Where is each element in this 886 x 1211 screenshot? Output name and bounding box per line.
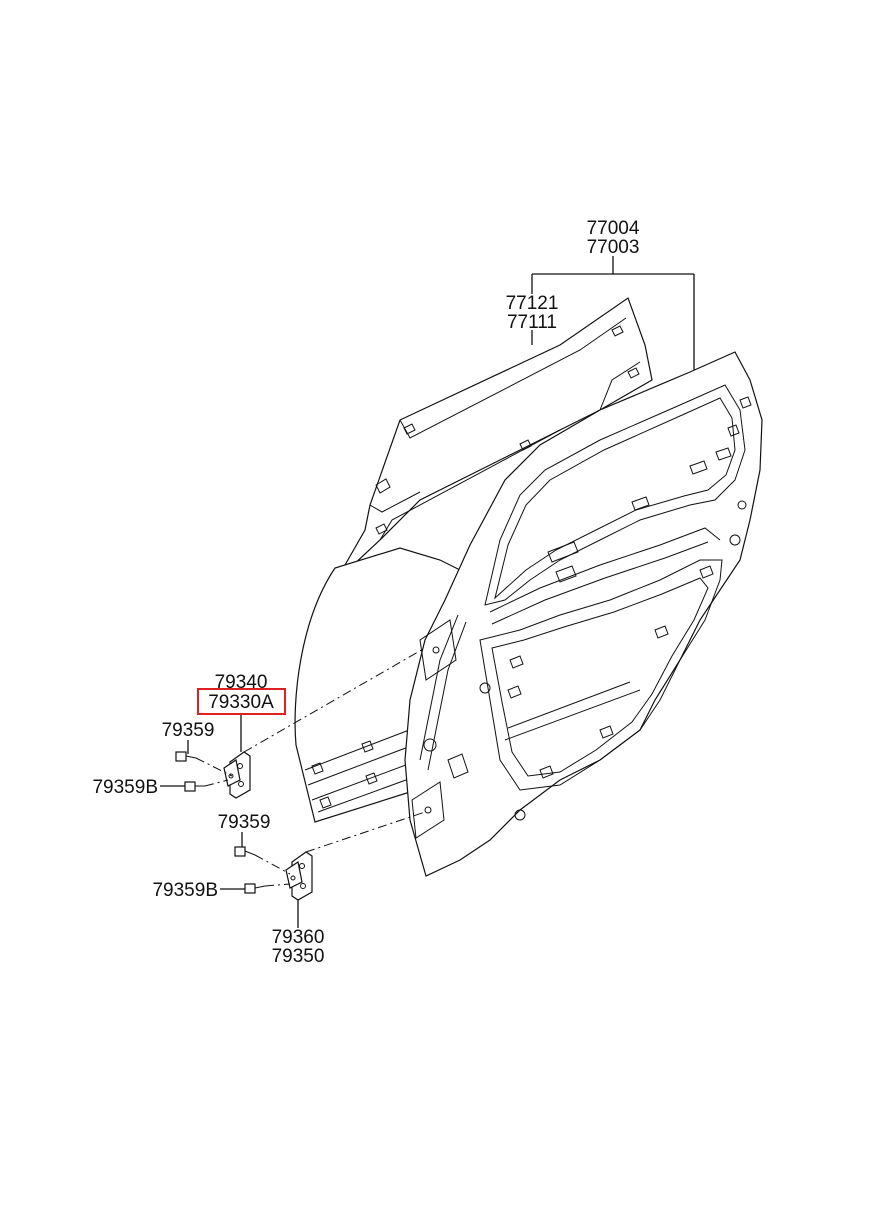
part-labels: 77004 77003 77121 77111 79340 79330A 793… <box>92 218 639 967</box>
label-77003[interactable]: 77003 <box>587 237 640 258</box>
label-79359B-lower[interactable]: 79359B <box>152 880 218 901</box>
door-inner-frame[interactable] <box>404 351 763 877</box>
lower-bolt-b[interactable] <box>244 883 266 894</box>
label-79350[interactable]: 79350 <box>272 946 325 967</box>
label-79340[interactable]: 79340 <box>215 672 268 693</box>
highlight-box <box>197 688 286 715</box>
lower-bolt[interactable] <box>234 846 256 857</box>
assembly-lines <box>195 647 426 887</box>
outer-door-panel[interactable] <box>294 297 653 823</box>
upper-bolt-b[interactable] <box>184 781 205 792</box>
upper-hinge[interactable] <box>223 751 251 799</box>
label-77004[interactable]: 77004 <box>587 218 640 239</box>
leader-lines <box>160 256 695 928</box>
label-79360[interactable]: 79360 <box>272 927 325 948</box>
upper-bolt[interactable] <box>175 751 197 762</box>
label-79330A[interactable]: 79330A <box>208 692 274 713</box>
label-77121[interactable]: 77121 <box>506 293 559 314</box>
label-79359-lower[interactable]: 79359 <box>218 812 271 833</box>
label-77111[interactable]: 77111 <box>507 312 557 333</box>
lower-hinge[interactable] <box>285 851 313 901</box>
label-79359-upper[interactable]: 79359 <box>162 720 215 741</box>
label-79359B-upper[interactable]: 79359B <box>92 777 158 798</box>
